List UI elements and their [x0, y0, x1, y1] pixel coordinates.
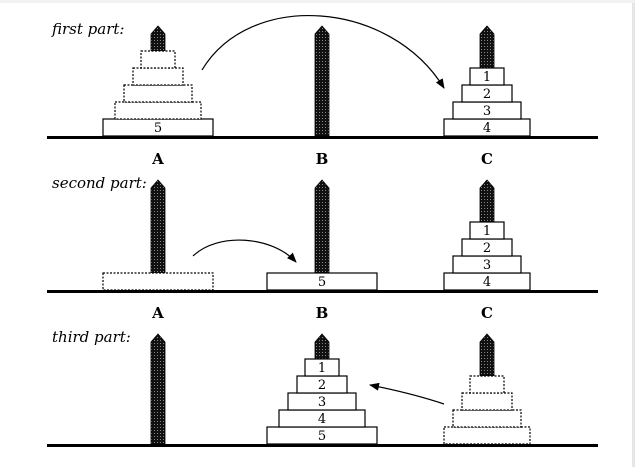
disk-5: 5 — [266, 272, 378, 291]
disk-label: 3 — [483, 258, 491, 273]
disk-label: 1 — [318, 361, 326, 376]
disk-1 — [140, 50, 176, 69]
part-title: second part: — [52, 174, 147, 192]
peg-b — [314, 25, 330, 137]
part-title: first part: — [51, 20, 124, 38]
disk-label: 4 — [483, 121, 491, 136]
disk-label: 2 — [483, 87, 491, 102]
disk-3: 3 — [452, 255, 522, 274]
disk-5 — [102, 272, 214, 291]
disk-3 — [452, 409, 522, 428]
disk-4: 4 — [443, 272, 531, 291]
disk-2: 2 — [461, 84, 513, 103]
diagram-part-3: third part: 5 4 3 2 1 — [47, 328, 598, 447]
frame-edge — [632, 0, 635, 467]
disk-label: 1 — [483, 70, 491, 85]
disk-label: 5 — [318, 429, 326, 444]
disk-label: 3 — [483, 104, 491, 119]
disk-2: 2 — [461, 238, 513, 257]
part-title: third part: — [52, 328, 131, 346]
disk-label: 5 — [318, 275, 326, 290]
peg-label-a: A — [151, 150, 164, 168]
move-arrow — [369, 382, 445, 405]
disk-3 — [123, 84, 193, 103]
peg-label-a: A — [151, 304, 164, 322]
disk-label: 5 — [154, 121, 162, 136]
peg-label-b: B — [316, 304, 329, 322]
disk-5: 5 — [266, 426, 378, 445]
diagram-part-1: first part: 5 4 3 2 1 — [47, 15, 598, 139]
disk-4: 4 — [443, 118, 531, 137]
disk-2 — [461, 392, 513, 411]
disk-3: 3 — [287, 392, 357, 411]
move-arrow — [201, 15, 445, 89]
disk-1: 1 — [469, 221, 505, 240]
peg-label-c: C — [481, 304, 493, 322]
disk-label: 1 — [483, 224, 491, 239]
baseline — [47, 136, 598, 139]
disk-1: 1 — [304, 358, 340, 377]
frame-top-edge — [0, 0, 635, 3]
disk-label: 3 — [318, 395, 326, 410]
disk-1: 1 — [469, 67, 505, 86]
peg-label-c: C — [481, 150, 493, 168]
disk-2: 2 — [296, 375, 348, 394]
disk-label: 4 — [318, 412, 326, 427]
disk-5: 5 — [102, 118, 214, 137]
diagram-part-2: second part: 5 4 3 2 1 — [47, 174, 598, 293]
disk-4 — [114, 101, 202, 120]
disk-2 — [132, 67, 184, 86]
peg-label-b: B — [316, 150, 329, 168]
disk-4 — [443, 426, 531, 445]
disk-4: 4 — [278, 409, 366, 428]
move-arrow — [192, 239, 297, 263]
disk-1 — [469, 375, 505, 394]
baseline — [47, 444, 598, 447]
peg-a — [150, 333, 166, 445]
disk-label: 2 — [483, 241, 491, 256]
disk-label: 2 — [318, 378, 326, 393]
disk-label: 4 — [483, 275, 491, 290]
baseline — [47, 290, 598, 293]
disk-3: 3 — [452, 101, 522, 120]
